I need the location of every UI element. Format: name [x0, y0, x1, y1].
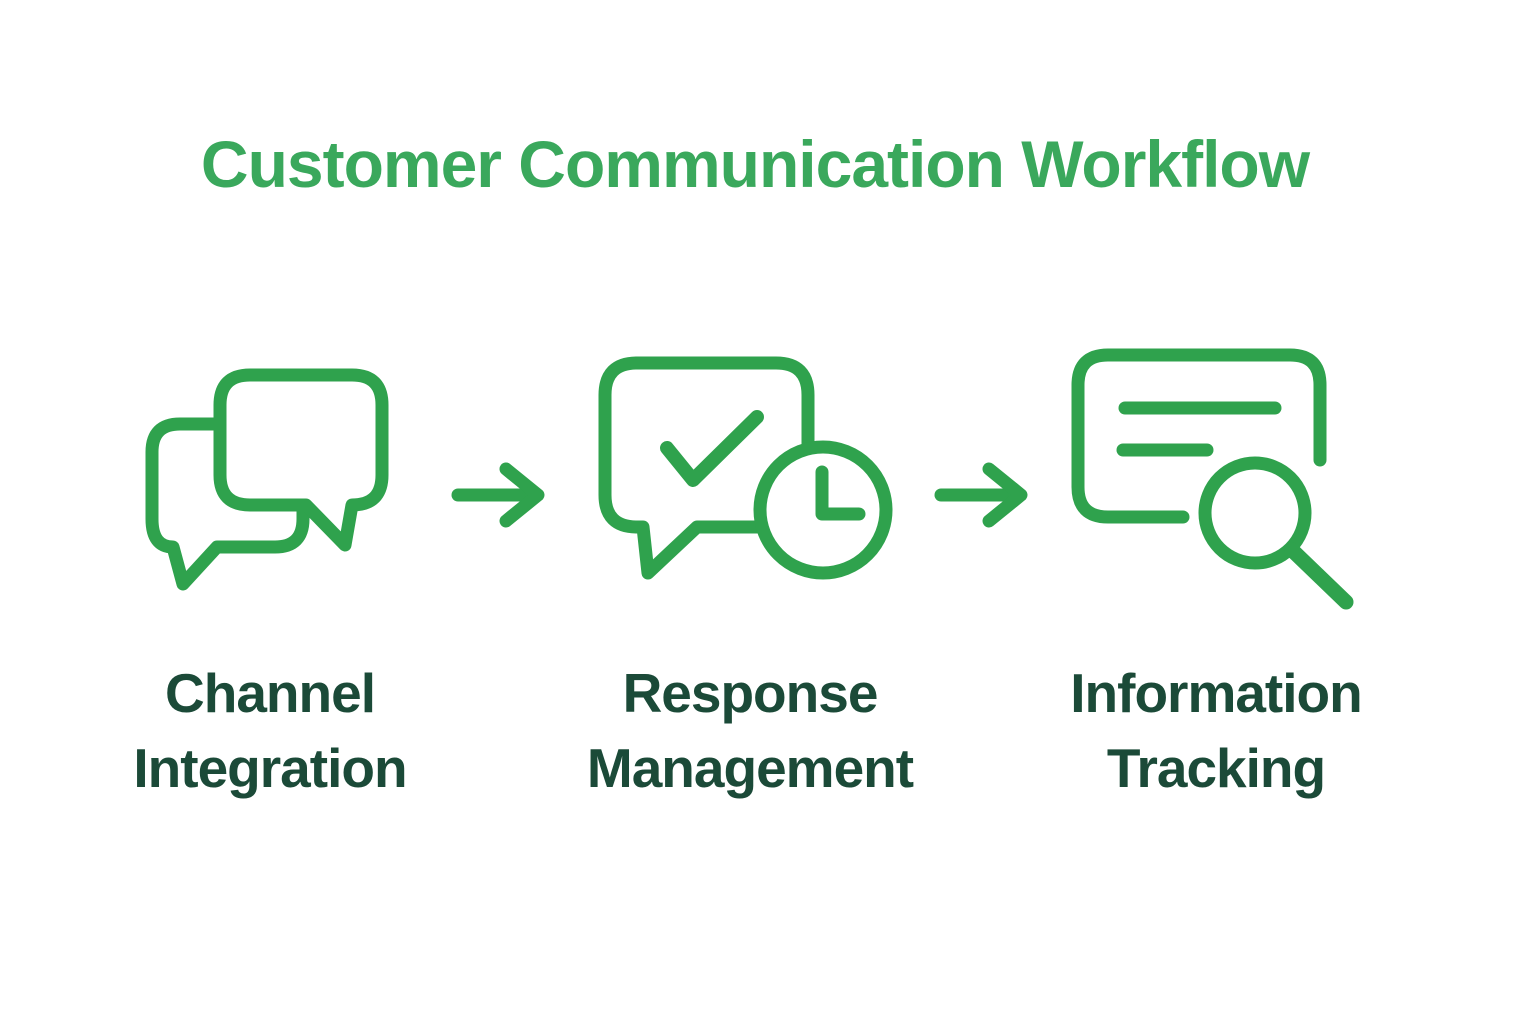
right-arrow-icon [450, 462, 546, 528]
chat-bubbles-icon [140, 362, 390, 597]
step-label-response-management: Response Management [586, 662, 914, 799]
step-label-information-tracking: Information Tracking [1070, 662, 1362, 799]
page-title: Customer Communication Workflow [200, 127, 1310, 201]
right-arrow-icon [933, 462, 1029, 528]
step-label-channel-integration: Channel Integration [133, 662, 407, 799]
checked-message-clock-icon [598, 356, 900, 600]
document-search-icon [1071, 348, 1357, 615]
